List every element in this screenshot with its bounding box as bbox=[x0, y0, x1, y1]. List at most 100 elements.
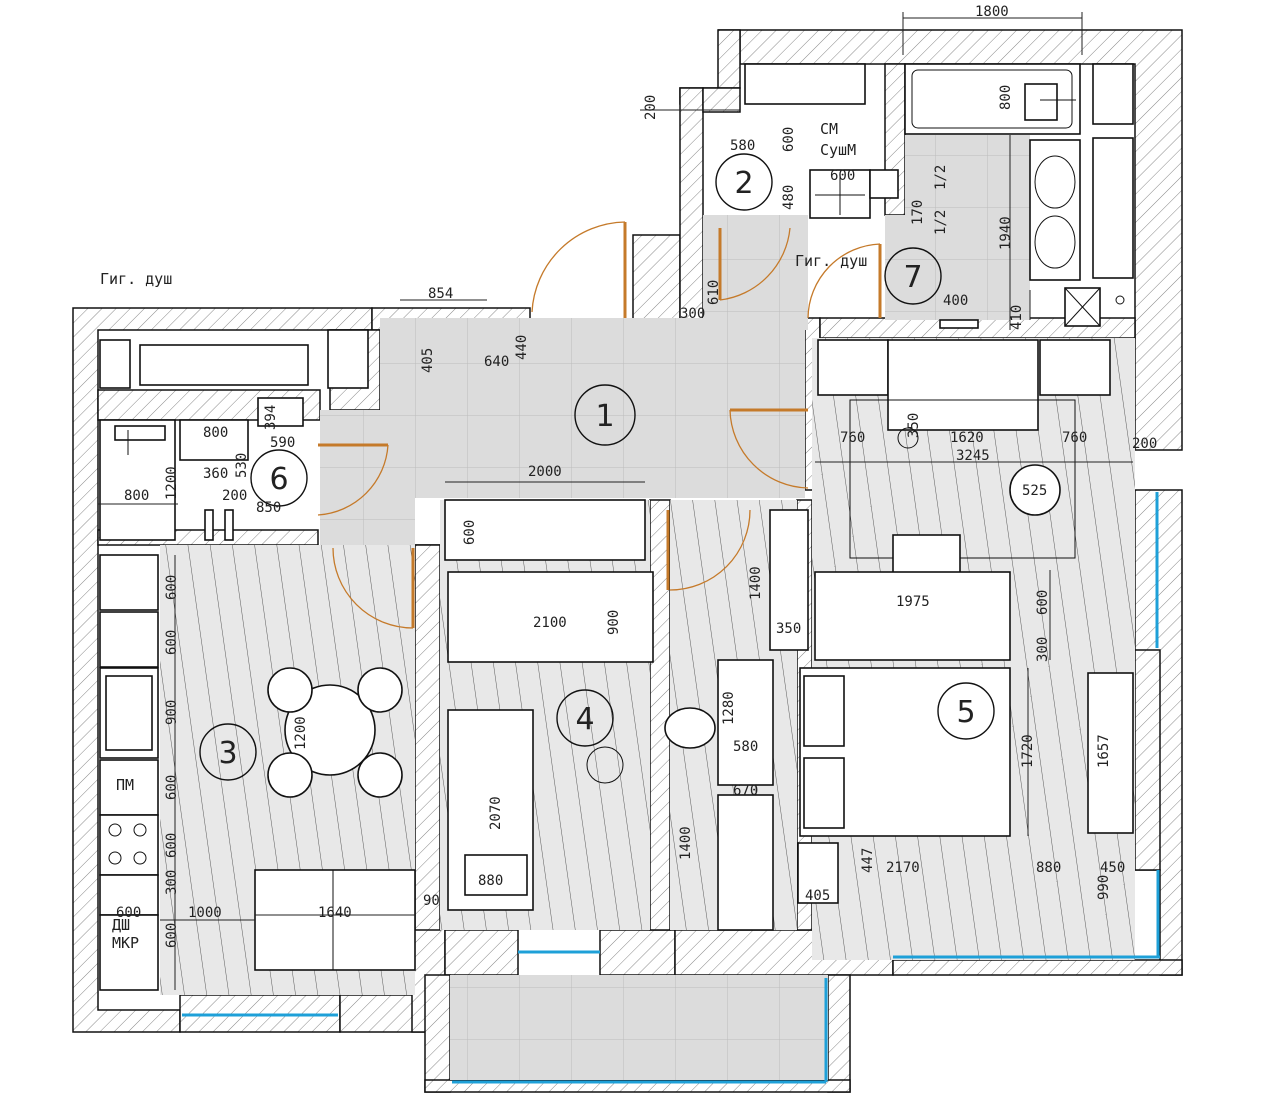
bathroom-6-fixtures bbox=[99, 329, 369, 541]
dw-label: ДШ bbox=[112, 916, 130, 934]
dim-label: 200 bbox=[643, 95, 659, 120]
dim-label: 1640 bbox=[318, 905, 352, 921]
room-label-7: 7 bbox=[903, 260, 922, 295]
room-2-marker bbox=[715, 153, 773, 211]
doors bbox=[317, 221, 882, 629]
dim-label: 1657 bbox=[1096, 734, 1112, 768]
dim-label: 1000 bbox=[188, 905, 222, 921]
dim-label: 400 bbox=[943, 293, 968, 309]
dim-label: 900 bbox=[164, 700, 180, 725]
windows bbox=[182, 492, 1160, 1084]
dim-label: 600 bbox=[830, 168, 855, 184]
dim-label: 350 bbox=[906, 413, 922, 438]
room-label-3: 3 bbox=[218, 736, 237, 771]
dim-label: 300 bbox=[1035, 637, 1051, 662]
appliance-labels: СМ СушМ Гиг. душ Гиг. душ ПМ ДШ МКР bbox=[100, 120, 867, 952]
dim-label: 900 bbox=[606, 610, 622, 635]
dimension-lines bbox=[98, 12, 1133, 990]
dim-label: 1/2 bbox=[933, 165, 949, 190]
washer-label: СМ bbox=[820, 120, 838, 138]
dim-label: 3245 bbox=[956, 448, 990, 464]
dim-label: 854 bbox=[428, 286, 453, 302]
dim-label: 600 bbox=[116, 905, 141, 921]
dim-label: 480 bbox=[781, 185, 797, 210]
dim-label: 1280 bbox=[721, 691, 737, 725]
dim-label: 600 bbox=[781, 127, 797, 152]
dim-label: 800 bbox=[203, 425, 228, 441]
room-label-2: 2 bbox=[734, 166, 753, 201]
dim-label: 2100 bbox=[533, 615, 567, 631]
dim-label: 1975 bbox=[896, 594, 930, 610]
dim-label: 300 bbox=[680, 306, 705, 322]
dim-label: 590 bbox=[270, 435, 295, 451]
microwave-label: МКР bbox=[112, 934, 139, 952]
dim-label: 525 bbox=[1022, 483, 1047, 499]
dim-label: 447 bbox=[860, 848, 876, 873]
dim-label: 200 bbox=[222, 488, 247, 504]
dim-label: 600 bbox=[164, 630, 180, 655]
room-number-labels: 1 2 3 4 5 6 7 bbox=[218, 166, 975, 771]
dim-label: 1400 bbox=[678, 826, 694, 860]
hyg-shower-label-1: Гиг. душ bbox=[795, 252, 867, 270]
dim-label: 405 bbox=[420, 348, 436, 373]
dim-label: 580 bbox=[730, 138, 755, 154]
room-label-6: 6 bbox=[269, 462, 288, 497]
dim-label: 850 bbox=[256, 500, 281, 516]
dim-label: 2170 bbox=[886, 860, 920, 876]
dim-label: 760 bbox=[1062, 430, 1087, 446]
room-4-furniture bbox=[444, 499, 809, 931]
dimension-labels: 1800 580 600 400 300 854 640 800 590 360… bbox=[116, 4, 1157, 921]
dim-label: 530 bbox=[234, 453, 250, 478]
dim-label: 1800 bbox=[975, 4, 1009, 20]
dim-label: 1620 bbox=[950, 430, 984, 446]
dishwasher-label: ПМ bbox=[116, 776, 134, 794]
dim-label: 350 bbox=[776, 621, 801, 637]
dim-label: 90 bbox=[423, 893, 440, 909]
dim-label: 600 bbox=[164, 775, 180, 800]
dim-label: 2070 bbox=[488, 796, 504, 830]
dim-label: 1200 bbox=[164, 466, 180, 500]
dim-label: 580 bbox=[733, 739, 758, 755]
dim-label: 800 bbox=[998, 85, 1014, 110]
hyg-shower-label-2: Гиг. душ bbox=[100, 270, 172, 288]
dim-label: 1400 bbox=[748, 566, 764, 600]
dim-label: 670 bbox=[733, 783, 758, 799]
dim-label: 300 bbox=[164, 870, 180, 895]
bathroom-fixtures bbox=[744, 63, 1134, 329]
dim-label: 450 bbox=[1100, 860, 1125, 876]
dim-label: 600 bbox=[164, 923, 180, 948]
dim-label: 800 bbox=[124, 488, 149, 504]
dim-label: 1940 bbox=[998, 216, 1014, 250]
dim-label: 640 bbox=[484, 354, 509, 370]
dim-label: 990 bbox=[1096, 875, 1112, 900]
dim-label: 440 bbox=[514, 335, 530, 360]
kitchen-furniture bbox=[99, 554, 416, 991]
dim-label: 880 bbox=[1036, 860, 1061, 876]
room-label-4: 4 bbox=[575, 702, 594, 737]
dim-label: 880 bbox=[478, 873, 503, 889]
dim-label: 410 bbox=[1009, 305, 1025, 330]
dryer-label: СушМ bbox=[820, 141, 856, 159]
room-label-5: 5 bbox=[956, 695, 975, 730]
dim-label: 2000 bbox=[528, 464, 562, 480]
dim-label: 600 bbox=[1035, 590, 1051, 615]
dim-label: 405 bbox=[805, 888, 830, 904]
dim-label: 394 bbox=[263, 405, 279, 430]
dim-label: 610 bbox=[706, 280, 722, 305]
dim-label: 600 bbox=[164, 833, 180, 858]
room-5-furniture bbox=[797, 339, 1134, 904]
dim-label: 600 bbox=[462, 520, 478, 545]
dim-label: 1720 bbox=[1020, 734, 1036, 768]
dim-label: 360 bbox=[203, 466, 228, 482]
dim-label: 1/2 bbox=[933, 210, 949, 235]
dim-label: 600 bbox=[164, 575, 180, 600]
dim-label: 1200 bbox=[293, 716, 309, 750]
room-markers bbox=[199, 247, 995, 781]
dim-label: 760 bbox=[840, 430, 865, 446]
laundry-fixtures bbox=[715, 153, 899, 219]
dim-label: 200 bbox=[1132, 436, 1157, 452]
vertical-dimension-labels: 800 200 600 480 170 1/2 1/2 1940 410 610… bbox=[164, 85, 1112, 948]
room-label-1: 1 bbox=[595, 399, 614, 434]
dim-label: 170 bbox=[910, 200, 926, 225]
